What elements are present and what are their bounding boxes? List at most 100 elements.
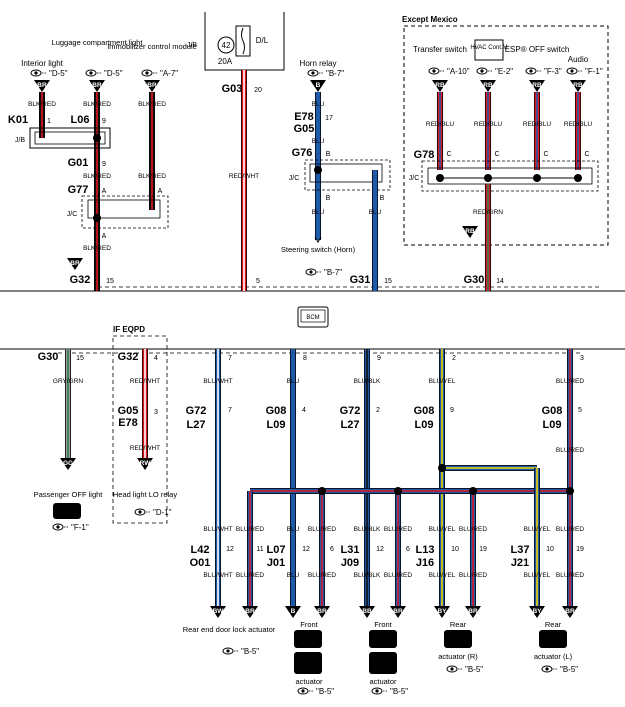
ground-code: BR	[317, 608, 327, 615]
ground-code: BY	[437, 608, 447, 615]
pin-bcm-5: 5	[256, 278, 260, 285]
reference-code: "B-5"	[465, 665, 483, 674]
except-mexico-box	[403, 25, 609, 246]
connector-g08-c: G08	[542, 405, 563, 417]
pin-g08-a: 4	[302, 407, 306, 414]
eye-reference-icon	[371, 687, 388, 695]
if-eqpd-box	[112, 335, 168, 524]
passenger-off-label: Passenger OFF light	[34, 490, 104, 499]
connector-l42: L42	[191, 544, 210, 556]
wire-label: BLK/RED	[83, 173, 111, 180]
ground-terminal	[480, 80, 496, 92]
wire-label: BLU/WHT	[203, 378, 232, 385]
pin-g72-b: 2	[376, 407, 380, 414]
eye-pupil	[309, 270, 313, 274]
wire-label: RED/BLU	[474, 121, 502, 128]
eye-outline	[85, 69, 97, 77]
jc-box-g76	[309, 163, 383, 183]
rear-l-title: Rear	[545, 620, 562, 629]
fuse-element	[241, 27, 245, 55]
eye-outline	[541, 665, 553, 673]
connector-l37: L37	[511, 544, 530, 556]
wire-label: BLU/RED	[236, 572, 264, 579]
jb-label: J/B	[15, 137, 25, 144]
front1-title: Front	[300, 620, 318, 629]
reference-code: "E-2"	[495, 67, 513, 76]
connector-j21: J21	[511, 557, 529, 569]
eye-reference-icon	[307, 69, 324, 77]
ground-terminal	[60, 458, 76, 470]
jb-label-fuse: J/B	[187, 42, 197, 49]
pin-lower-b: 6	[330, 546, 334, 553]
pin-bcm-bottom: 3	[580, 355, 584, 362]
splice-dot	[566, 487, 574, 495]
splice-dot	[438, 464, 446, 472]
eye-reference-icon	[85, 69, 102, 77]
jc-box-g77	[87, 199, 161, 219]
fuse-name: D/L	[256, 36, 269, 45]
connector-g32-bottom: G32	[118, 351, 139, 363]
connector-g08-a: G08	[266, 405, 287, 417]
wire-label: BLU/RED	[384, 526, 412, 533]
eye-outline	[371, 687, 383, 695]
eye-pupil	[89, 71, 93, 75]
connector-g78: G78	[414, 149, 435, 161]
door-actuator-icon-5	[444, 630, 472, 648]
wire-label: RED/BLU	[426, 121, 454, 128]
jb-box-inner	[34, 131, 106, 145]
eye-pupil	[545, 667, 549, 671]
ground-terminal-bottom	[285, 606, 301, 618]
eye-outline	[134, 508, 146, 516]
steering-switch-label: Steering switch (Horn)	[281, 245, 356, 254]
wire-label: RED/WHT	[229, 173, 259, 180]
wire-label: BLU/RED	[556, 378, 584, 385]
ground-terminal-bottom	[465, 606, 481, 618]
eye-reference-icon	[141, 69, 158, 77]
eye-reference-icon	[541, 665, 558, 673]
eye-outline	[30, 69, 42, 77]
ground-code: RB	[465, 228, 475, 235]
connector-o01: O01	[190, 557, 211, 569]
wire-label: BLU/RED	[459, 572, 487, 579]
ground-terminal-bottom	[562, 606, 578, 618]
wire-label: BLU	[312, 138, 325, 145]
connector-l07: L07	[267, 544, 286, 556]
pin-g08-b: 9	[450, 407, 454, 414]
wire-label: BLK/RED	[83, 101, 111, 108]
jb-fuse-box	[204, 12, 285, 71]
pin-g77-a3: A	[102, 233, 107, 240]
transfer-switch-label: Transfer switch	[413, 45, 467, 54]
ground-code: RB	[435, 82, 445, 89]
eye-reference-icon	[297, 687, 314, 695]
wire-label: BLU/RED	[556, 572, 584, 579]
wire-label: BLU	[312, 209, 325, 216]
eye-reference-icon	[525, 67, 542, 75]
ground-code: BR	[468, 608, 478, 615]
ground-code: BW	[213, 608, 225, 615]
connector-g30: G30	[464, 274, 485, 286]
splice-dot	[469, 487, 477, 495]
connector-g76: G76	[292, 147, 313, 159]
pin-lower-a: 10	[451, 546, 459, 553]
ground-terminal-bottom	[314, 606, 330, 618]
wire-label: BLU	[312, 101, 325, 108]
connector-g77: G77	[68, 184, 89, 196]
pin-lower-a: 12	[302, 546, 310, 553]
eye-outline	[525, 67, 537, 75]
eye-pupil	[138, 510, 142, 514]
eye-reference-icon	[30, 69, 47, 77]
connector-g05-bottom: G05	[118, 405, 139, 417]
rear-end-label: Rear end door lock actuator	[183, 625, 276, 634]
connector-g32-top: G32	[70, 274, 91, 286]
wire-label: BLK/RED	[138, 101, 166, 108]
door-actuator-icon-3	[369, 630, 397, 648]
door-actuator-icon-2	[294, 652, 322, 674]
connector-l13: L13	[416, 544, 435, 556]
wire-label: RED/WHT	[130, 445, 160, 452]
luggage-light-label: Luggage compartment light	[52, 38, 144, 47]
wire-label: BLU/RED	[236, 526, 264, 533]
eye-outline	[446, 665, 458, 673]
wire-label: BLU/YEL	[524, 526, 551, 533]
ground-code: BR	[37, 82, 47, 89]
fuse-number: 42	[222, 41, 231, 50]
